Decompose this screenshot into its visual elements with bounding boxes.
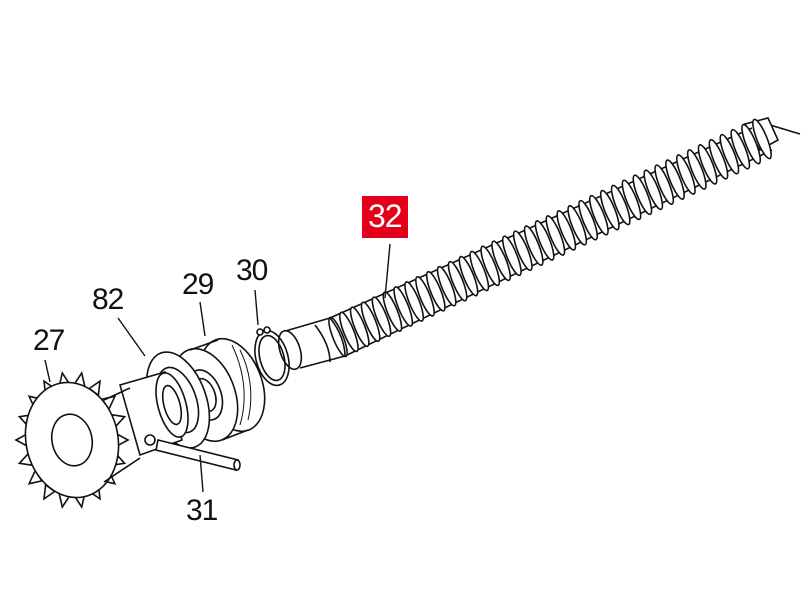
thread-ridge bbox=[425, 270, 446, 312]
thread-ridge bbox=[415, 276, 435, 317]
thread-ridge bbox=[512, 230, 533, 272]
thread-ridge bbox=[371, 296, 392, 338]
leader-lines bbox=[44, 243, 391, 493]
thread-ridge bbox=[556, 210, 577, 251]
thread-ridge bbox=[404, 281, 425, 322]
thread-ridge bbox=[588, 194, 609, 236]
thread-ridge bbox=[458, 255, 479, 297]
thread-ridge bbox=[686, 149, 707, 190]
thread-ridge bbox=[447, 260, 468, 302]
thread-ridge bbox=[338, 311, 359, 353]
pin bbox=[155, 439, 241, 471]
thread-ridge bbox=[708, 138, 729, 180]
callout-27: 27 bbox=[33, 324, 65, 357]
callout-30: 30 bbox=[236, 254, 268, 287]
thread-ridge bbox=[436, 265, 457, 307]
thread-ridge bbox=[491, 240, 512, 282]
thread-ridge bbox=[349, 306, 370, 348]
thread-ridge bbox=[752, 118, 772, 160]
thread-ridge bbox=[632, 174, 653, 216]
thread-ridge bbox=[599, 189, 620, 231]
thread-ridge bbox=[741, 123, 762, 165]
thread-ridge bbox=[567, 204, 588, 246]
thread-ridge bbox=[730, 128, 751, 170]
thread-ridge bbox=[523, 225, 544, 266]
thread-ridge bbox=[621, 179, 642, 221]
callout-29: 29 bbox=[182, 268, 214, 301]
thread-ridge bbox=[501, 235, 522, 277]
bevel-gear bbox=[14, 370, 189, 510]
callout-31: 31 bbox=[186, 494, 218, 527]
thread-ridge bbox=[578, 199, 599, 241]
thread-ridge bbox=[480, 245, 501, 287]
thread-ridge bbox=[545, 215, 566, 256]
thread-ridge bbox=[534, 220, 555, 261]
thread-ridge bbox=[697, 144, 718, 185]
thread-ridge bbox=[382, 291, 403, 332]
thread-ridge bbox=[469, 250, 490, 292]
thread-ridge bbox=[675, 154, 696, 195]
thread-ridge bbox=[654, 164, 675, 206]
callout-32-highlighted: 32 bbox=[362, 196, 408, 238]
worm-threads bbox=[328, 118, 772, 358]
thread-ridge bbox=[643, 169, 664, 211]
thread-ridge bbox=[665, 159, 685, 200]
worm-shaft bbox=[277, 117, 801, 371]
thread-ridge bbox=[719, 133, 740, 175]
thread-ridge bbox=[328, 316, 348, 358]
callout-82: 82 bbox=[92, 283, 124, 316]
thread-ridge bbox=[610, 184, 631, 226]
thread-ridge bbox=[393, 286, 414, 327]
retaining-ring bbox=[254, 326, 290, 387]
thread-ridge bbox=[360, 301, 381, 343]
